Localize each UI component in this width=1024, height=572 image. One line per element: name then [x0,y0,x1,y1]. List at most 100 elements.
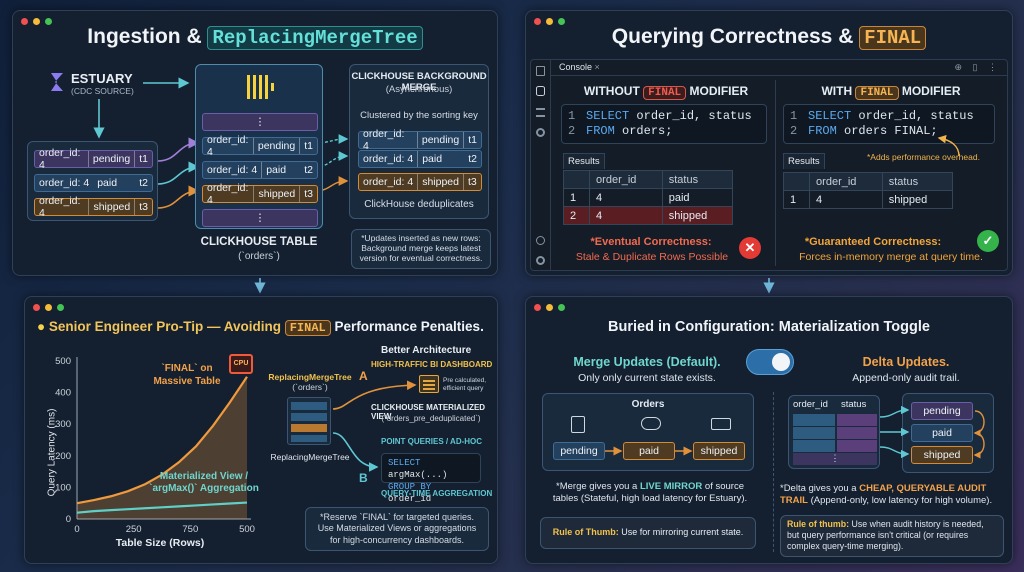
overhead-arrow [937,135,960,157]
merge-clustered: Clustered by the sorting key [360,110,478,121]
materialization-toggle[interactable] [746,349,794,375]
dash-label: HIGH-TRAFFIC BI DASHBOARD [371,360,493,369]
table-ellipsis-row: ⋮ [202,209,318,227]
pro-tip-note: *Reserve `FINAL` for targeted queries. U… [305,507,489,551]
panel-title: Querying Correctness & FINAL [526,25,1012,50]
y-tick-label: 200 [55,451,71,462]
y-tick-label: 500 [55,356,71,367]
left-verdict: *Eventual Correctness: [590,236,712,248]
right-verdict-sub: Forces in-memory merge at query time. [799,251,983,263]
table-label: CLICKHOUSE TABLE [200,236,318,248]
merge-sub: Only only current state exists. [578,372,716,384]
compare-divider [775,80,776,266]
x-tick-label: 750 [182,524,198,535]
mode-divider [773,392,774,552]
delta-state-pending: pending [911,402,973,420]
rmt-top: ReplacingMergeTree(`orders`) [268,372,352,392]
panel-querying: Querying Correctness & FINAL Console × ⊕… [525,10,1013,276]
panel-title: ● Senior Engineer Pro-Tip — Avoiding FIN… [37,319,484,336]
delta-states: pending paid shipped [902,393,994,473]
panel-ingestion: Ingestion & ReplacingMergeTree ESTUARY (… [12,10,498,276]
console-sidebar [531,60,551,270]
delta-col-id: order_id [793,399,828,410]
path-a-label: A [359,369,368,383]
architecture-arrows [332,380,417,472]
settings-icon[interactable] [536,128,545,137]
argmax-code: SELECT argMax(...) GROUP BY order_id [381,453,481,504]
y-tick-label: 400 [55,388,71,399]
precalc-note: Pre calculated, efficient query [443,377,486,392]
table-ellipsis-row: ⋮ [202,113,318,131]
delta-append-arrows [973,410,985,459]
panel-title: Ingestion & ReplacingMergeTree [13,25,497,50]
state-pending: pending [553,442,605,460]
x-tick-label: 500 [239,524,255,535]
better-arch: Better Architecture [381,345,472,356]
delta-state-shipped: shipped [911,446,973,464]
merge-rule-box: Rule of Thumb: Use for mirroring current… [540,517,756,549]
cpu-icon: CPU [229,354,253,374]
window-controls [33,304,64,311]
truck-icon [711,418,731,430]
window-controls [534,18,565,25]
merge-heading: Merge Updates (Default). [573,355,721,369]
mv-series-label: Materialized View / `argMax()` Aggregati… [149,471,259,494]
state-shipped: shipped [693,442,745,460]
delta-rule-box: Rule of thumb: Use when audit history is… [780,515,1004,557]
final-series-line [76,376,248,505]
mv-name: (`orders_pre_deduplicated`) [381,414,481,423]
y-tick-label: 300 [55,419,71,430]
clickhouse-logo-icon [245,73,275,101]
merge-dedup: ClickHouse deduplicates [364,199,474,210]
panel-title: Buried in Configuration: Materialization… [608,319,930,335]
final-series-area [77,376,247,519]
files-icon[interactable] [536,66,545,76]
delta-link-arrows [879,405,910,459]
qta-label: QUERY-TIME AGGREGATION [381,489,493,498]
right-heading: WITH FINAL MODIFIER [821,84,961,100]
gear-icon[interactable] [536,256,545,265]
console-tabbar: Console × ⊕ ▯ ⋮ [551,60,1007,76]
left-heading: WITHOUT FINAL MODIFIER [583,84,749,100]
x-tick-label: 0 [74,524,79,535]
delta-state-paid: paid [911,424,973,442]
delta-ellipsis: ⋮ [793,453,877,465]
window-controls [21,18,52,25]
tab-console[interactable]: Console × [559,62,600,72]
delta-table: order_id status ⋮ [788,395,880,469]
window-icons[interactable]: ⊕ ▯ ⋮ [954,62,1001,72]
left-results-label: Results [563,153,605,169]
help-icon[interactable] [536,236,545,245]
list-icon[interactable] [536,108,545,117]
orders-state-box: Orders pending paid shipped [542,393,754,471]
estuary-name: ESTUARY [71,71,133,86]
right-results-label: Results [783,153,825,169]
database-icon[interactable] [536,86,545,96]
close-icon[interactable]: × [594,62,600,72]
state-arrows [605,446,693,456]
mv-series-line [76,501,248,514]
x-icon: ✕ [739,237,761,259]
table-name: (`orders`) [238,251,280,262]
overhead-note: *Adds performance overhead. [867,152,980,162]
window-controls [534,304,565,311]
merge-note: *Merge gives you a LIVE MIRROR of source… [552,481,748,504]
panel-pro-tip: ● Senior Engineer Pro-Tip — Avoiding FIN… [24,296,498,564]
merge-title: CLICKHOUSE BACKGROUND MERGE [351,71,487,93]
delta-sub: Append-only audit trail. [852,372,960,384]
estuary-subtitle: (CDC SOURCE) [71,86,134,96]
